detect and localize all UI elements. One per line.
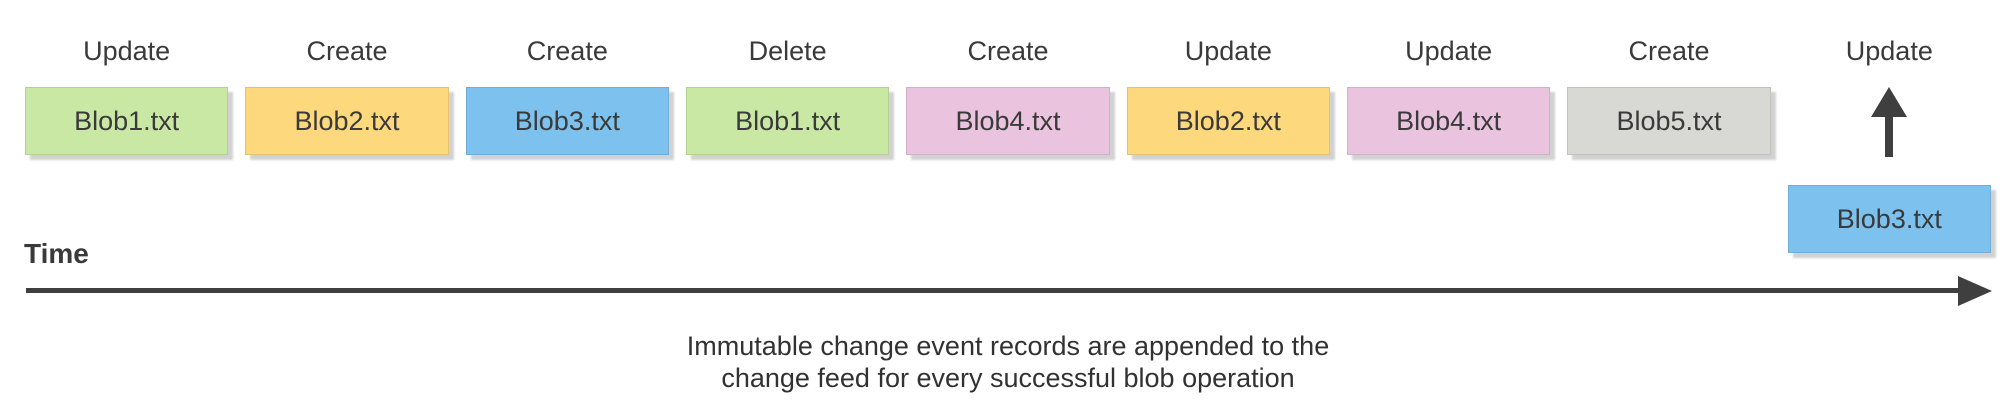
event-column: Update Blob1.txt (25, 0, 229, 270)
diagram-caption: Immutable change event records are appen… (0, 330, 2016, 394)
event-operation-label: Update (1405, 36, 1493, 66)
event-operation-label: Update (1845, 36, 1933, 66)
caption-line-2: change feed for every successful blob op… (721, 363, 1295, 393)
time-axis-arrowhead-icon (1958, 276, 1992, 306)
event-blob-box: Blob2.txt (245, 87, 449, 155)
event-blob-box: Blob1.txt (685, 87, 890, 155)
event-column: Create Blob2.txt (245, 0, 449, 270)
event-column: Delete Blob1.txt (685, 0, 890, 270)
event-column: Create Blob4.txt (906, 0, 1110, 270)
event-operation-label: Delete (748, 36, 827, 66)
event-blob-box: Blob5.txt (1567, 87, 1771, 155)
event-operation-label: Create (967, 36, 1049, 66)
event-operation-label: Create (306, 36, 388, 66)
event-column: Update Blob4.txt (1346, 0, 1551, 270)
event-operation-label: Update (83, 36, 171, 66)
up-arrow-icon (1871, 87, 1908, 157)
time-axis-line (26, 288, 1962, 293)
event-blob-box: Blob4.txt (1346, 87, 1551, 155)
event-blob-box: Blob4.txt (906, 87, 1110, 155)
event-blob-box: Blob2.txt (1126, 87, 1330, 155)
event-column: Update Blob3.txt (1787, 0, 1991, 270)
event-sequence-row: Update Blob1.txt Create Blob2.txt Create… (25, 0, 1991, 270)
event-blob-box: Blob1.txt (25, 87, 229, 155)
event-operation-label: Create (1628, 36, 1710, 66)
event-column: Create Blob3.txt (465, 0, 669, 270)
event-column: Create Blob5.txt (1567, 0, 1771, 270)
event-operation-label: Update (1184, 36, 1272, 66)
event-operation-label: Create (526, 36, 608, 66)
event-blob-box: Blob3.txt (1787, 185, 1991, 253)
event-column: Update Blob2.txt (1126, 0, 1330, 270)
time-axis-label: Time (24, 238, 89, 269)
caption-line-1: Immutable change event records are appen… (686, 331, 1330, 361)
event-blob-box: Blob3.txt (465, 87, 669, 155)
